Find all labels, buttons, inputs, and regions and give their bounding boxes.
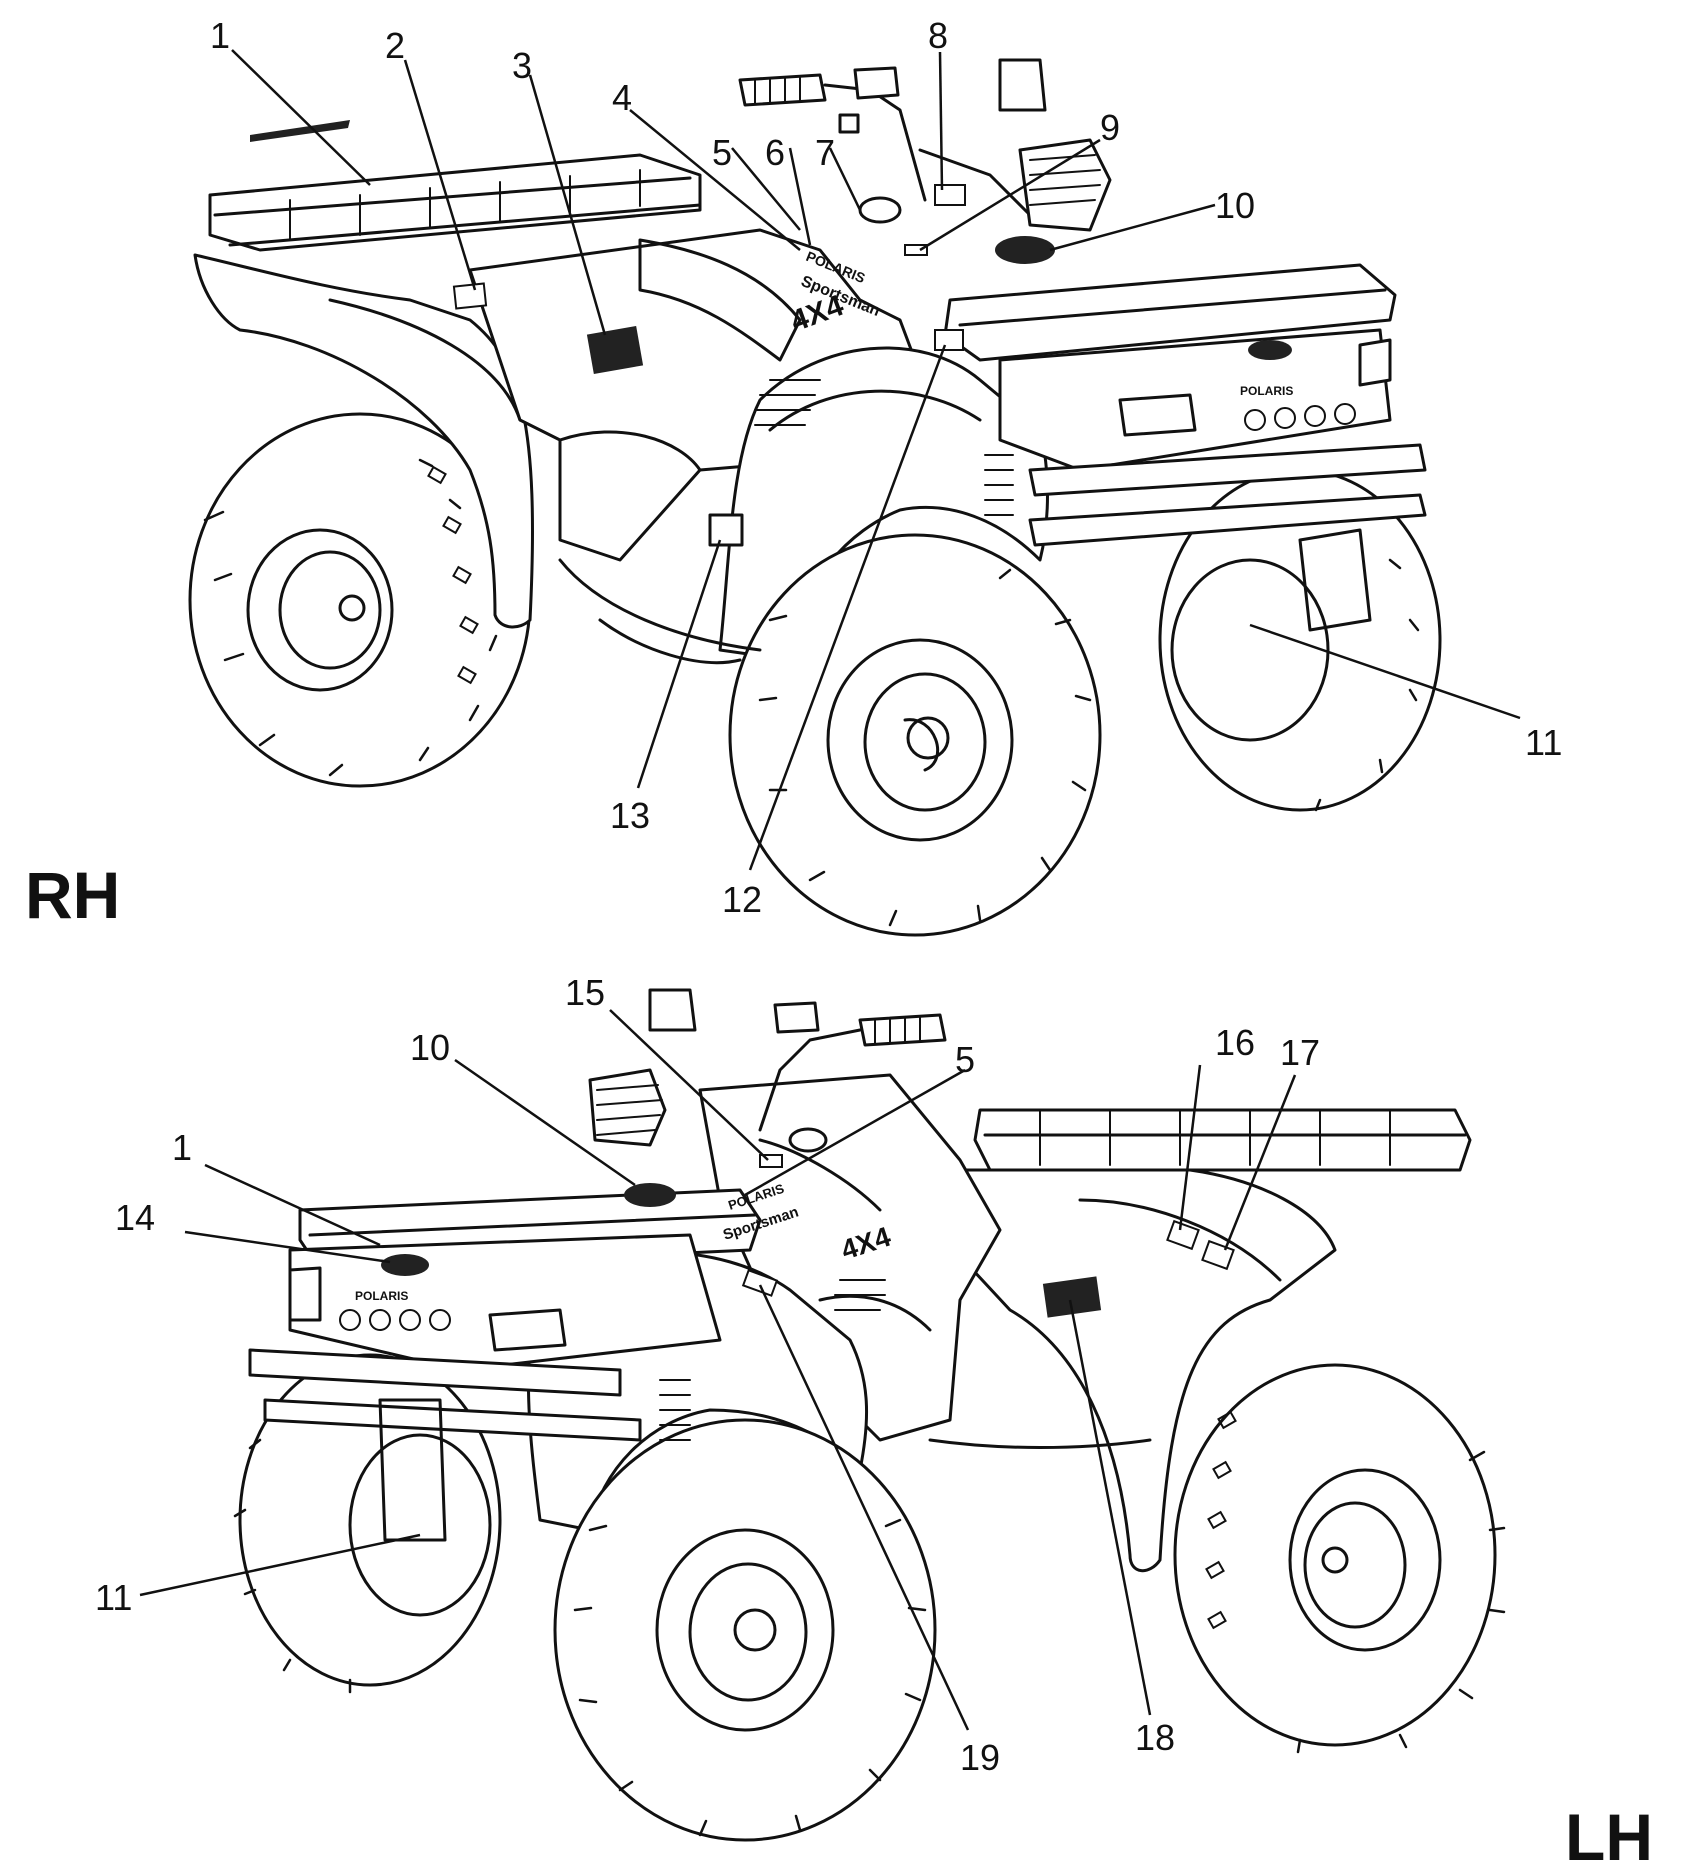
rh-callout-11: 11 [1525, 722, 1562, 763]
lh-callout-15: 15 [565, 972, 605, 1013]
lh-decal-16 [1166, 1219, 1200, 1251]
lh-decal-18 [1042, 1276, 1102, 1318]
rh-callout-9: 9 [1100, 107, 1120, 148]
lh-leaders [139, 1009, 1297, 1731]
rh-decal-3 [586, 325, 644, 375]
rh-body [193, 58, 1427, 937]
lh-rear-wheel [1173, 1363, 1506, 1754]
rh-decal-2 [452, 282, 488, 310]
rh-leaders [231, 49, 1521, 871]
rh-callout-12: 12 [722, 879, 762, 920]
rh-callout-6: 6 [765, 132, 785, 173]
lh-callout-11: 11 [95, 1577, 132, 1618]
lh-decal-10 [624, 1183, 676, 1207]
rh-decal-front [1248, 340, 1292, 360]
lh-callout-17: 17 [1280, 1032, 1320, 1073]
lh-callouts: 15 10 5 16 17 1 14 11 19 18 [95, 972, 1320, 1778]
rh-decal-9 [904, 244, 928, 256]
rh-callouts: 1 2 3 4 5 6 7 8 9 10 11 12 13 [210, 15, 1562, 920]
rh-callout-2: 2 [385, 25, 405, 66]
lh-callout-19: 19 [960, 1737, 1000, 1778]
lh-decal-front-brand: POLARIS [355, 1289, 408, 1303]
lh-decal-19 [741, 1269, 779, 1297]
rh-decal-12 [934, 329, 964, 351]
rh-callout-5: 5 [712, 132, 732, 173]
lh-view-label: LH [1565, 1800, 1653, 1871]
rh-decal-front-brand: POLARIS [1240, 384, 1293, 398]
rh-callout-3: 3 [512, 45, 532, 86]
rh-callout-13: 13 [610, 795, 650, 836]
lh-callout-14: 14 [115, 1197, 155, 1238]
lh-decal-14 [381, 1254, 429, 1276]
rh-callout-10: 10 [1215, 185, 1255, 226]
rh-view-label: RH [25, 858, 120, 932]
lh-body [248, 988, 1472, 1842]
rh-callout-8: 8 [928, 15, 948, 56]
rh-decal-10 [995, 236, 1055, 264]
rh-decal-8 [934, 184, 966, 206]
lh-callout-1: 1 [172, 1127, 192, 1168]
lh-view: POLARIS Sportsman 4X4 POLARIS 15 [95, 972, 1653, 1871]
rh-callout-7: 7 [815, 132, 835, 173]
rh-view: 4X4 POLARIS Sportsman POLARIS [25, 15, 1562, 937]
lh-callout-5: 5 [955, 1039, 975, 1080]
lh-callout-16: 16 [1215, 1022, 1255, 1063]
rh-decal-1 [250, 120, 350, 142]
rh-decal-13 [708, 513, 744, 547]
lh-callout-18: 18 [1135, 1717, 1175, 1758]
lh-callout-10: 10 [410, 1027, 450, 1068]
rh-callout-1: 1 [210, 15, 230, 56]
rh-callout-4: 4 [612, 77, 632, 118]
